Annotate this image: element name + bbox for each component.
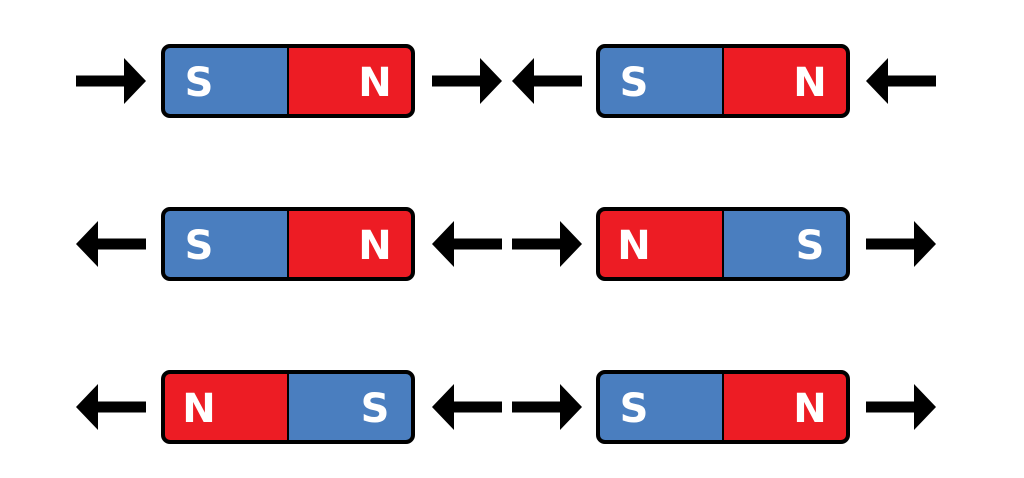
magnet-right-pole-label: S [796, 223, 825, 269]
arrow-right-shape [866, 384, 936, 430]
magnet-left-pole [165, 374, 288, 440]
magnet-row-2: S N N S [76, 207, 936, 281]
magnet-right-pole [723, 48, 846, 114]
magnet-right-pole [723, 374, 846, 440]
arrow-right-icon [512, 221, 582, 267]
arrow-right-shape [432, 58, 502, 104]
bar-magnet: S N [161, 44, 415, 118]
magnet-left-pole [165, 48, 288, 114]
magnet-left-pole [165, 211, 288, 277]
arrow-right-shape [512, 221, 582, 267]
bar-magnet: N S [161, 370, 415, 444]
arrow-right-icon [866, 384, 936, 430]
magnet-left-pole-label: S [185, 223, 214, 269]
arrow-left-shape [432, 384, 502, 430]
magnet-row-1: S N S N [76, 44, 936, 118]
magnet-left-pole-label: N [617, 223, 650, 269]
arrow-left-shape [76, 384, 146, 430]
magnet-outline [161, 207, 415, 281]
magnet-right-pole-label: N [793, 60, 826, 106]
magnet-left-pole [600, 211, 723, 277]
magnet-right-pole [288, 48, 411, 114]
arrow-left-icon [76, 384, 146, 430]
magnet-outline [596, 207, 850, 281]
magnet-row-3: N S S N [76, 370, 936, 444]
magnet-right-pole [288, 374, 411, 440]
arrow-left-icon [866, 58, 936, 104]
arrow-left-shape [432, 221, 502, 267]
bar-magnet: S N [596, 44, 850, 118]
arrow-right-icon [432, 58, 502, 104]
arrow-left-icon [432, 384, 502, 430]
arrow-left-shape [512, 58, 582, 104]
magnet-left-pole [600, 374, 723, 440]
arrow-left-icon [76, 221, 146, 267]
arrow-left-shape [76, 221, 146, 267]
magnet-outline [596, 44, 850, 118]
magnet-left-pole-label: N [182, 386, 215, 432]
magnet-left-pole-label: S [620, 386, 649, 432]
bar-magnet: N S [596, 207, 850, 281]
bar-magnet: S N [596, 370, 850, 444]
magnet-left-pole-label: S [620, 60, 649, 106]
bar-magnet: S N [161, 207, 415, 281]
magnet-right-pole-label: S [361, 386, 390, 432]
arrow-left-icon [512, 58, 582, 104]
magnet-right-pole-label: N [358, 60, 391, 106]
arrow-left-shape [866, 58, 936, 104]
magnet-left-pole [600, 48, 723, 114]
arrow-right-icon [512, 384, 582, 430]
magnet-right-pole [288, 211, 411, 277]
magnet-outline [161, 370, 415, 444]
arrow-right-icon [76, 58, 146, 104]
magnet-outline [161, 44, 415, 118]
arrow-right-icon [866, 221, 936, 267]
magnet-outline [596, 370, 850, 444]
magnet-left-pole-label: S [185, 60, 214, 106]
arrow-right-shape [866, 221, 936, 267]
arrow-right-shape [76, 58, 146, 104]
arrow-right-shape [512, 384, 582, 430]
arrow-left-icon [432, 221, 502, 267]
magnet-right-pole [723, 211, 846, 277]
magnet-right-pole-label: N [793, 386, 826, 432]
magnet-right-pole-label: N [358, 223, 391, 269]
